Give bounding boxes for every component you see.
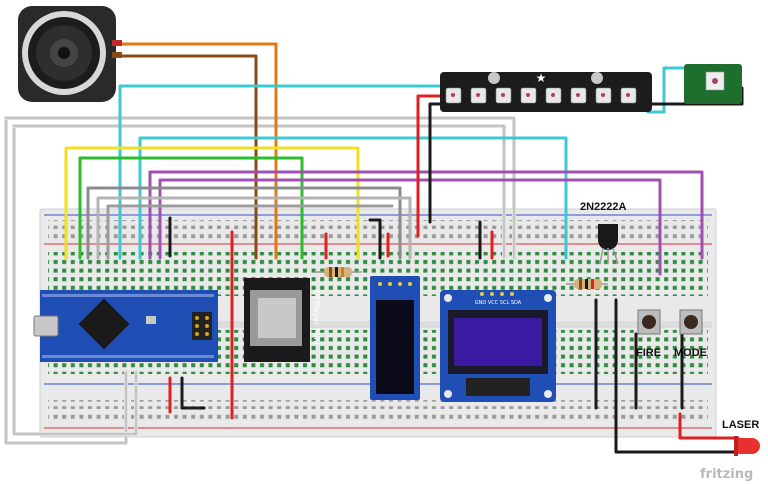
wires bbox=[4, 42, 746, 454]
transistor-label: 2N2222A bbox=[580, 201, 627, 213]
laser-label: LASER bbox=[722, 419, 759, 431]
neopixel-strip-icon: ★ bbox=[440, 71, 652, 112]
fire-button[interactable] bbox=[637, 309, 661, 335]
dfplayer-mini-icon: DFPlayer Mini bbox=[244, 278, 321, 362]
mode-button[interactable] bbox=[679, 309, 703, 335]
oled-display-icon: GND VCC SCL SDA bbox=[440, 290, 556, 402]
arduino-nano-icon bbox=[33, 290, 218, 362]
speaker-icon bbox=[18, 6, 122, 102]
oled-pin-label: GND VCC SCL SDA bbox=[475, 300, 522, 306]
rgb-led-module-icon bbox=[684, 64, 742, 104]
fire-label: FIRE bbox=[636, 347, 661, 359]
laser-led-icon bbox=[734, 436, 760, 456]
fritzing-watermark: fritzing bbox=[700, 467, 753, 482]
vertical-oled-icon bbox=[370, 276, 420, 400]
dfplayer-label: DFPlayer Mini bbox=[312, 290, 321, 345]
svg-text:★: ★ bbox=[536, 71, 547, 85]
mode-label: MODE bbox=[674, 347, 707, 359]
resistor-icon bbox=[566, 279, 608, 289]
resistor-icon bbox=[314, 267, 362, 277]
transistor-icon bbox=[598, 224, 619, 265]
